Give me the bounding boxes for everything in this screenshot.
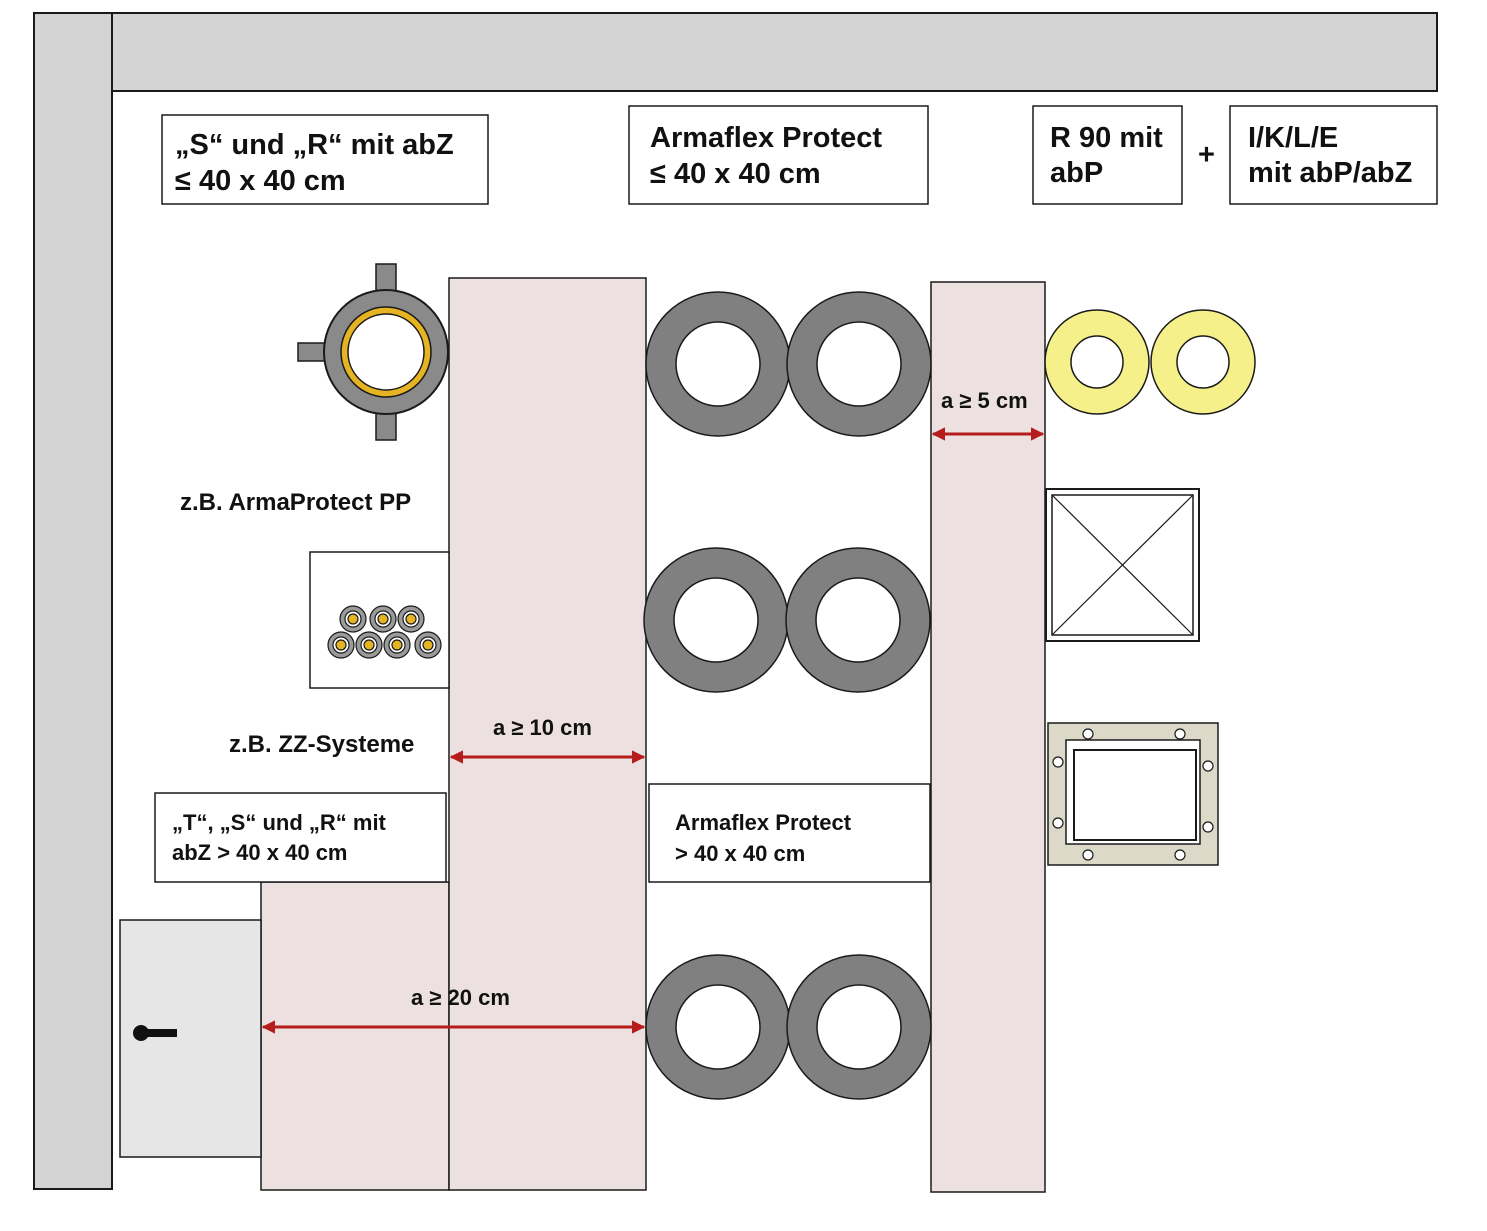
zone-5cm bbox=[930, 281, 1046, 1193]
label-box-r90-line2: abP bbox=[1050, 157, 1103, 189]
label-box-armaflex-large-line1: Armaflex Protect bbox=[675, 810, 852, 835]
label-dist-10cm: a ≥ 10 cm bbox=[493, 715, 592, 740]
label-box-armaflex-small bbox=[628, 105, 929, 205]
label-box-iklе bbox=[1229, 105, 1438, 205]
label-box-armaflex-small-line2: ≤ 40 x 40 cm bbox=[650, 158, 821, 190]
label-box-ikle-line1: I/K/L/E bbox=[1248, 122, 1338, 154]
label-box-r90-line1: R 90 mit bbox=[1050, 122, 1163, 154]
armaflex-pipe-icon bbox=[645, 954, 791, 1100]
fire-collar-icon bbox=[297, 263, 449, 441]
label-box-t-s-r-line2: abZ > 40 x 40 cm bbox=[172, 840, 348, 865]
fire-door-icon bbox=[119, 919, 262, 1158]
armaflex-pipe-icon bbox=[643, 547, 789, 693]
cable-bundle-icon bbox=[327, 605, 442, 659]
armaflex-pipe-icon bbox=[645, 291, 791, 437]
label-box-s-r-line2: ≤ 40 x 40 cm bbox=[175, 165, 346, 197]
zone-20cm bbox=[260, 881, 450, 1191]
wall-vertical bbox=[33, 12, 113, 1190]
label-box-ikle-line2: mit abP/abZ bbox=[1248, 157, 1412, 189]
label-armaprotect-pp: z.B. ArmaProtect PP bbox=[180, 489, 411, 516]
armaflex-pipe-icon bbox=[786, 954, 932, 1100]
label-box-armaflex-small-line1: Armaflex Protect bbox=[650, 122, 882, 154]
fire-damper-icon bbox=[1047, 722, 1219, 866]
zone-10cm bbox=[448, 277, 647, 1191]
label-box-s-r-line1: „S“ und „R“ mit abZ bbox=[175, 129, 454, 161]
wall-horizontal bbox=[111, 12, 1438, 92]
label-dist-20cm: a ≥ 20 cm bbox=[411, 985, 510, 1010]
label-box-armaflex-large bbox=[648, 783, 931, 883]
label-box-r90 bbox=[1032, 105, 1183, 205]
mineral-wool-pipe-icon bbox=[1150, 309, 1256, 415]
label-dist-5cm: a ≥ 5 cm bbox=[941, 388, 1028, 413]
label-box-armaflex-large-line2: > 40 x 40 cm bbox=[675, 841, 805, 866]
label-zz-systeme: z.B. ZZ-Systeme bbox=[229, 731, 414, 758]
label-box-t-s-r bbox=[154, 792, 447, 883]
mineral-wool-pipe-icon bbox=[1044, 309, 1150, 415]
armaflex-pipe-icon bbox=[786, 291, 932, 437]
duct-icon bbox=[1045, 488, 1200, 642]
label-box-t-s-r-line1: „T“, „S“ und „R“ mit bbox=[172, 810, 387, 835]
plus-sign: + bbox=[1198, 139, 1215, 171]
label-box-s-r bbox=[161, 114, 489, 205]
armaflex-pipe-icon bbox=[785, 547, 931, 693]
